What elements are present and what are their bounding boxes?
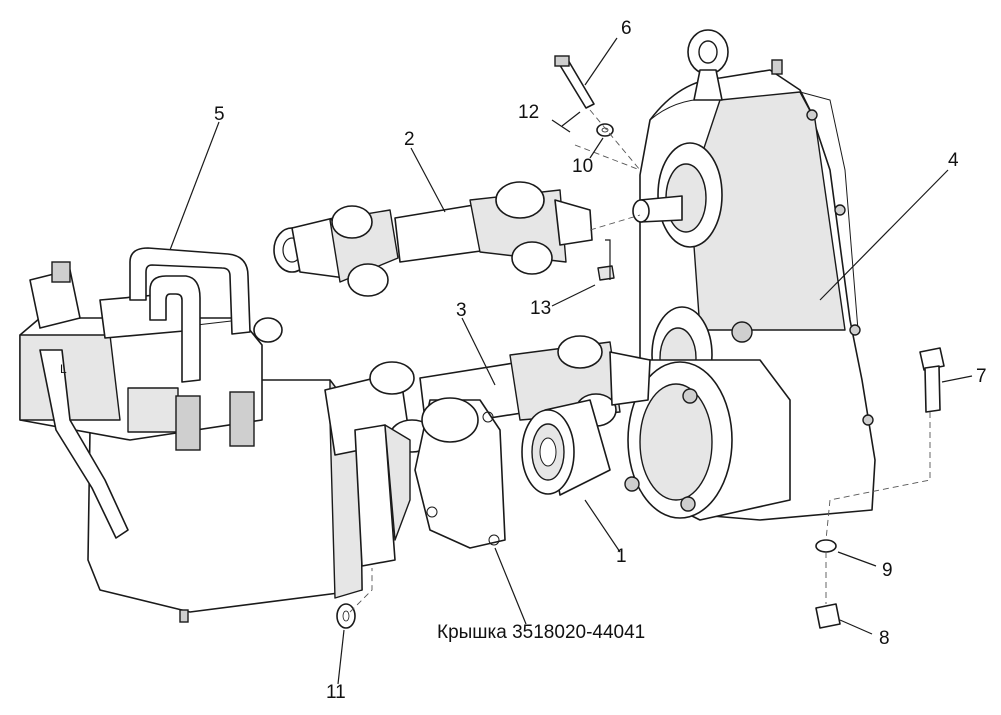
callout-9: 9 xyxy=(882,560,893,581)
leader-lines xyxy=(169,37,973,685)
callout-1: 1 xyxy=(616,546,627,567)
gearbox-pump xyxy=(620,359,791,521)
cover-caption: Крышка 3518020-44041 xyxy=(437,622,645,643)
cover-plate xyxy=(354,397,506,567)
callout-5: 5 xyxy=(214,104,225,125)
callout-8: 8 xyxy=(879,628,890,649)
hydraulic-tank: L xyxy=(19,247,363,623)
callout-13: 13 xyxy=(530,298,551,319)
callout-3: 3 xyxy=(456,300,467,321)
callout-6: 6 xyxy=(621,18,632,39)
callout-labels: 1 2 3 4 5 6 7 8 9 10 11 12 13 Крышка 351… xyxy=(214,18,987,703)
callout-7: 7 xyxy=(976,366,987,387)
callout-11: 11 xyxy=(326,682,346,703)
cardan-shaft-upper xyxy=(273,181,593,297)
callout-4: 4 xyxy=(948,150,959,171)
callout-12: 12 xyxy=(518,102,539,123)
coupling-sleeve xyxy=(521,399,611,496)
callout-2: 2 xyxy=(404,129,415,150)
fasteners xyxy=(336,55,945,629)
callout-10: 10 xyxy=(572,156,593,177)
assembly-axes xyxy=(349,109,931,613)
pump-marking-text: L xyxy=(60,362,67,376)
